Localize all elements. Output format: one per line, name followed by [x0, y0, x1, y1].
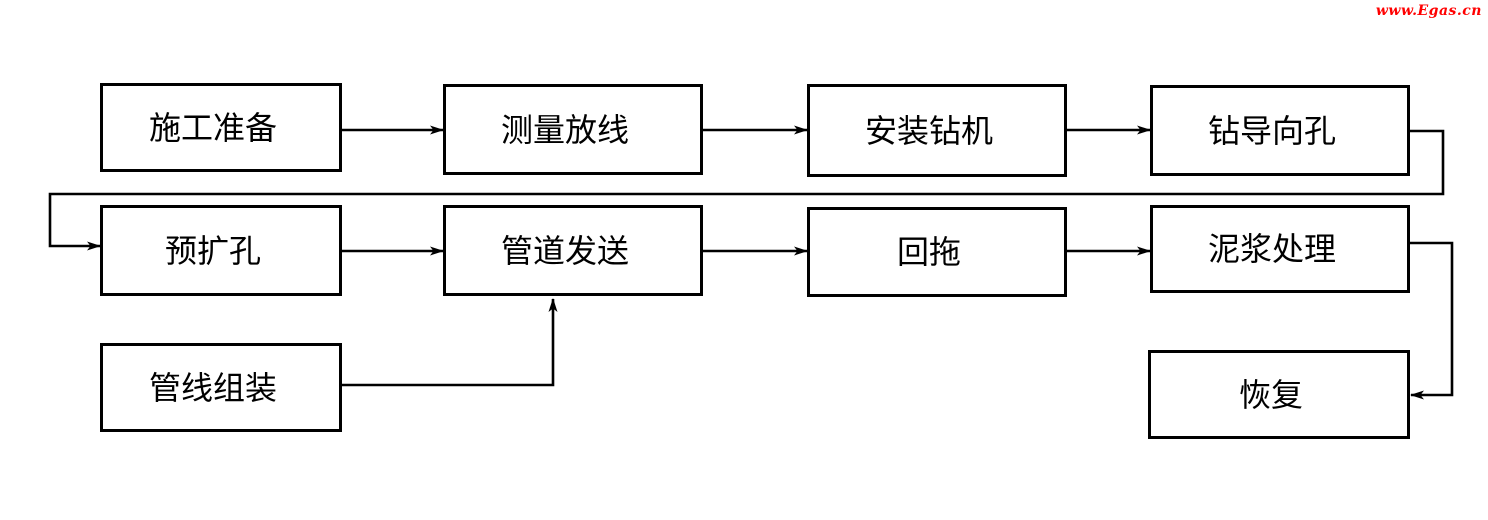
flow-node-pipe-sending: 管道发送 — [443, 205, 703, 296]
node-label: 安装钻机 — [864, 111, 993, 150]
node-label: 管道发送 — [500, 231, 629, 270]
node-label: 恢复 — [1238, 375, 1303, 414]
flow-node-construction-preparation: 施工准备 — [100, 83, 342, 172]
edge-assembly-to-pipe-sending — [342, 298, 558, 387]
flow-node-pre-reaming: 预扩孔 — [100, 205, 342, 296]
node-label: 预扩孔 — [164, 231, 261, 270]
edge-mud-treatment-to-restoration — [1410, 241, 1454, 400]
flow-node-restoration: 恢复 — [1148, 350, 1410, 439]
node-label: 管线组装 — [148, 368, 277, 407]
flow-node-drill-pilot-hole: 钻导向孔 — [1150, 85, 1410, 176]
node-label: 测量放线 — [500, 110, 629, 149]
flow-node-pullback: 回拖 — [807, 207, 1067, 297]
edge-pilot-hole-to-pre-reaming-wrap — [48, 129, 1445, 251]
node-label: 施工准备 — [148, 108, 277, 147]
node-label: 钻导向孔 — [1207, 111, 1336, 150]
flow-node-install-drilling-rig: 安装钻机 — [807, 84, 1067, 177]
flow-node-survey-setting-out: 测量放线 — [443, 84, 703, 175]
flow-node-mud-treatment: 泥浆处理 — [1150, 205, 1410, 293]
node-label: 回拖 — [896, 233, 961, 271]
node-label: 泥浆处理 — [1207, 230, 1336, 268]
watermark-text: www.Egas.cn — [1375, 3, 1482, 19]
flow-node-pipeline-assembly: 管线组装 — [100, 343, 342, 432]
